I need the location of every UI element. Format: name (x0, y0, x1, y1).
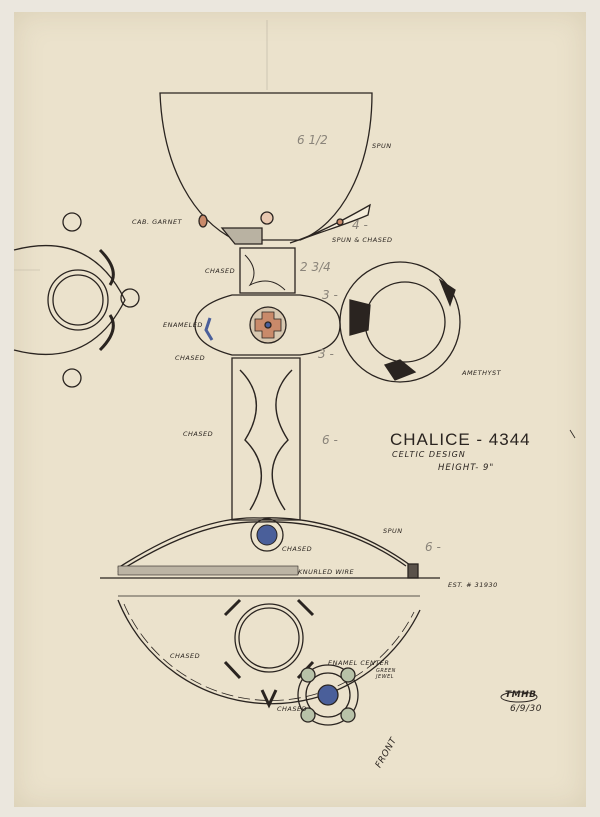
cup-lip-section (289, 203, 371, 244)
dimension-knob-bottom: 3 - (318, 347, 334, 361)
knob-enamel-edge (204, 317, 214, 341)
estimate-number: EST. # 31930 (448, 581, 498, 589)
foot-dome (117, 517, 411, 569)
label-chased-cross: CHASED (277, 705, 308, 713)
dimension-garnet-width: 4 - (352, 218, 368, 232)
dimension-foot: 6 - (425, 540, 441, 554)
stem-knotwork (239, 369, 293, 511)
garnet-left (198, 214, 208, 228)
dimension-stem: 6 - (322, 433, 338, 447)
collar-knotwork (220, 227, 263, 245)
stem (231, 357, 301, 521)
neck (239, 247, 296, 294)
signature-date: 6/9/30 (510, 704, 542, 714)
garnet-top (260, 211, 274, 225)
dimension-neck: 2 3/4 (300, 260, 331, 274)
dimension-cup: 6 1/2 (297, 133, 328, 147)
drawing-title: CHALICE - 4344 (390, 430, 531, 449)
dimension-knob-top: 3 - (322, 288, 338, 302)
knurled-wire (117, 565, 299, 576)
drawing-height: HEIGHT- 9" (438, 463, 495, 473)
signature-flourish (500, 691, 538, 703)
garnet-right (336, 218, 344, 226)
label-chased-foot: CHASED (282, 545, 313, 553)
label-spun-top: SPUN (372, 142, 392, 150)
label-spun-chased: SPUN & CHASED (332, 236, 393, 244)
label-chased-base: CHASED (170, 652, 201, 660)
label-enamel-center: ENAMEL CENTER (328, 659, 390, 667)
foot-rim-section (407, 563, 419, 579)
foot-dome-inner (117, 521, 407, 573)
base-plan-view (117, 595, 421, 726)
label-enameled: ENAMELED (163, 321, 203, 329)
label-cab-garnet: CAB. GARNET (132, 218, 183, 226)
foot-jewel-ring (250, 518, 284, 552)
knob (194, 294, 341, 356)
label-knurled-wire: KNURLED WIRE (298, 568, 355, 576)
label-spun-foot: SPUN (383, 527, 403, 535)
sphere-side-view (339, 261, 461, 383)
side-medallion-left (13, 212, 140, 388)
margin-mark (569, 429, 576, 439)
neck-knotwork (244, 254, 286, 291)
label-chased-neck: CHASED (205, 267, 236, 275)
drawing-subtitle: CELTIC DESIGN (392, 450, 466, 459)
label-chased-knob: CHASED (175, 354, 206, 362)
foot-jewel (256, 524, 278, 546)
enamel-center-dot (264, 321, 272, 329)
label-amethyst: AMETHYST (462, 369, 502, 377)
designer-signature: TMHB (505, 690, 537, 700)
label-chased-stem: CHASED (183, 430, 214, 438)
label-green-jewel: GREEN JEWEL (376, 668, 396, 680)
